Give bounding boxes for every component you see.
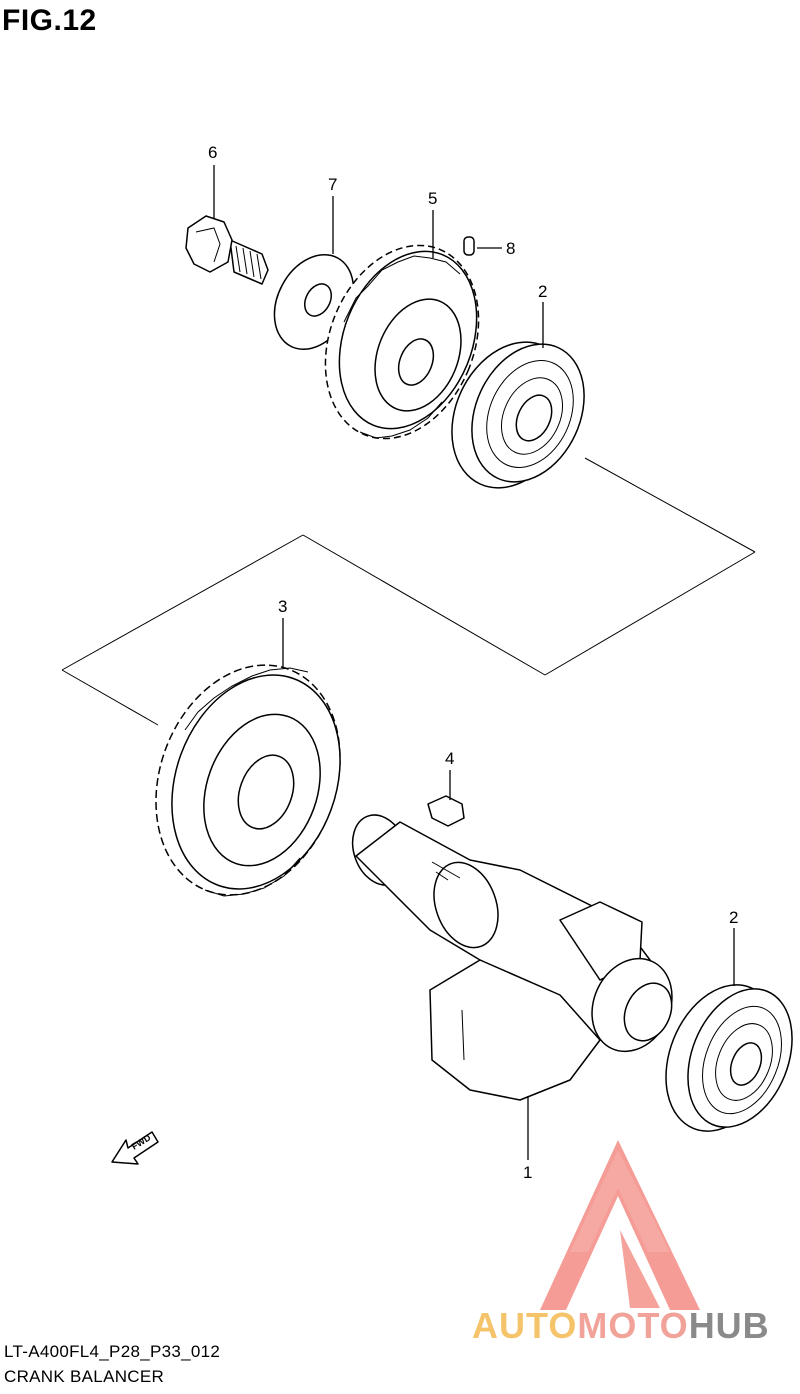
callout-8: 8 [506,239,515,258]
watermark-auto: AUTO [472,1305,578,1346]
part-2-bearing-bottom[interactable] [645,968,800,1148]
callout-6: 6 [208,143,217,162]
watermark-moto: MOTO [577,1305,689,1346]
watermark-hub: HUB [688,1305,770,1346]
part-3-gear[interactable] [125,639,371,921]
callout-2-bottom: 2 [729,908,738,927]
leader-lines [213,165,735,1160]
figure-title: FIG.12 [2,4,97,37]
assembly-guide-lines [61,457,756,726]
part-5-gear[interactable] [298,222,506,461]
part-4-key[interactable] [427,795,465,827]
part-6-bolt[interactable] [185,215,269,285]
part-8-pin[interactable] [463,236,475,256]
watermark-text: AUTOMOTOHUB [472,1305,770,1347]
automotohub-logo-icon [540,1140,700,1310]
diagram-code: LT-A400FL4_P28_P33_012 [4,1342,221,1361]
part-1-balancer-shaft[interactable] [343,807,686,1101]
diagram-name: CRANK BALANCER [4,1367,165,1386]
callout-3: 3 [278,597,287,616]
callout-1: 1 [523,1163,532,1182]
fwd-arrow-icon: FWD [111,1131,159,1165]
part-2-bearing-top[interactable] [429,322,605,507]
callout-7: 7 [328,175,337,194]
callout-5: 5 [428,189,437,208]
callout-2-top: 2 [538,282,547,301]
callout-4: 4 [445,749,454,768]
